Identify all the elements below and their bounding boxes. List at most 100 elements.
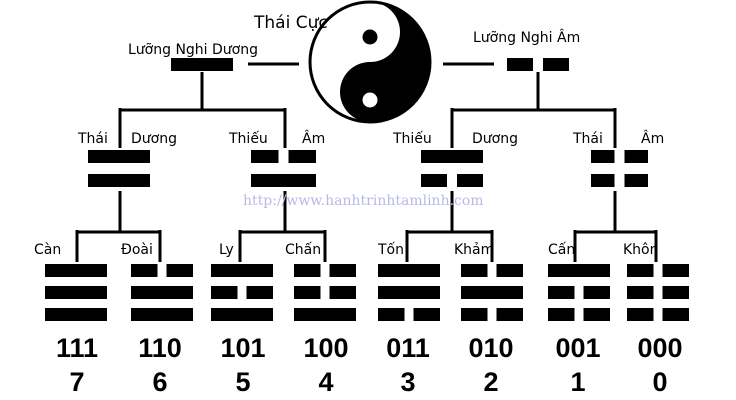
trigram-name: Tốn	[378, 242, 404, 258]
watermark-url: http://www.hanhtrinhtamlinh.com	[243, 193, 484, 209]
trigram-binary: 111	[55, 333, 99, 363]
level2-label-right: Dương	[131, 131, 177, 147]
yang-line	[294, 308, 356, 321]
yin-line-segment	[548, 286, 575, 299]
level2-label-left: Thiếu	[229, 131, 268, 147]
connector-line	[238, 191, 327, 262]
trigram-lines	[627, 264, 689, 321]
level1-label-yang: Lưỡng Nghi Dương	[128, 42, 258, 58]
trigram-lines	[211, 264, 273, 321]
yang-line	[378, 264, 440, 277]
trigram-lines	[294, 264, 356, 321]
trigram-name: Chấn	[285, 242, 322, 258]
yin-line-segment	[421, 174, 447, 187]
trigram-number: 3	[400, 367, 416, 397]
connector-line	[405, 191, 494, 262]
level1-line-group	[507, 58, 569, 71]
connector-line	[75, 191, 162, 262]
level1-line-group	[171, 58, 233, 71]
yin-line-segment	[294, 286, 321, 299]
yin-line-segment	[211, 286, 238, 299]
trigram-name: Càn	[34, 242, 62, 258]
yin-line-segment	[507, 58, 533, 71]
yang-line	[131, 308, 193, 321]
trigram-lines	[378, 264, 440, 321]
yang-line	[45, 286, 107, 299]
yin-line-segment	[627, 264, 654, 277]
connector-line	[573, 191, 658, 262]
trigram-number: 5	[235, 367, 251, 397]
trigram-binary: 110	[138, 333, 182, 363]
yang-line	[88, 150, 150, 163]
yin-line-segment	[496, 308, 523, 321]
trigram-number: 2	[483, 367, 499, 397]
level2-line-group	[251, 150, 316, 187]
trigram-lines	[45, 264, 107, 321]
trigram-name: Khôn	[623, 242, 659, 258]
root-label: Thái Cực	[254, 13, 328, 33]
yin-line-segment	[583, 286, 610, 299]
yin-line-segment	[166, 264, 193, 277]
yin-line-segment	[378, 308, 405, 321]
trigram-binary: 100	[303, 333, 349, 363]
yin-line-segment	[624, 174, 648, 187]
yin-line-segment	[131, 264, 158, 277]
level2-label-right: Âm	[302, 131, 326, 147]
yin-line-segment	[246, 286, 273, 299]
yin-line-segment	[662, 308, 689, 321]
level2-line-group	[591, 150, 648, 187]
yin-line-segment	[662, 286, 689, 299]
connector-line	[450, 72, 617, 148]
trigram-name: Đoài	[121, 242, 153, 258]
tree-connectors	[75, 62, 658, 262]
line-marks	[45, 58, 689, 321]
yang-line	[378, 286, 440, 299]
yin-line-segment	[329, 264, 356, 277]
trigram-number: 4	[318, 367, 334, 397]
yin-line-segment	[627, 286, 654, 299]
yin-line-segment	[543, 58, 569, 71]
trigram-binary: 001	[555, 333, 601, 363]
trigram-binary: 011	[386, 333, 430, 363]
yin-line-segment	[627, 308, 654, 321]
yin-line-segment	[496, 264, 523, 277]
yin-line-segment	[583, 308, 610, 321]
level2-label-left: Thái	[573, 131, 603, 147]
yin-line-segment	[294, 264, 321, 277]
yin-line-segment	[461, 308, 488, 321]
trigram-name: Khảm	[454, 242, 495, 258]
level2-label-right: Âm	[641, 131, 665, 147]
yin-line-segment	[662, 264, 689, 277]
connector-line	[118, 72, 287, 148]
yin-line-segment	[461, 264, 488, 277]
yang-line	[211, 264, 273, 277]
level2-line-group	[421, 150, 483, 187]
yin-line-segment	[329, 286, 356, 299]
trigram-binary: 101	[220, 333, 266, 363]
level1-label-yin: Lưỡng Nghi Âm	[473, 30, 581, 46]
trigram-name: Cấn	[548, 242, 576, 258]
yin-line-segment	[591, 174, 615, 187]
level2-label-right: Dương	[472, 131, 518, 147]
trigram-number: 0	[652, 367, 668, 397]
trigram-lines	[131, 264, 193, 321]
yang-line	[171, 58, 233, 71]
level2-label-left: Thái	[78, 131, 108, 147]
yang-line	[45, 264, 107, 277]
trigram-name: Ly	[219, 242, 234, 258]
trigram-binary: 000	[637, 333, 683, 363]
trigram-lines	[461, 264, 523, 321]
yang-line	[131, 286, 193, 299]
yin-line-segment	[288, 150, 316, 163]
yin-yang-symbol	[308, 0, 432, 124]
yin-line-segment	[624, 150, 648, 163]
yang-line	[461, 286, 523, 299]
yang-line	[88, 174, 150, 187]
level2-line-group	[88, 150, 150, 187]
yin-line-segment	[457, 174, 483, 187]
yin-line-segment	[413, 308, 440, 321]
trigram-number: 1	[570, 367, 586, 397]
yang-line	[251, 174, 316, 187]
trigram-lines	[548, 264, 610, 321]
